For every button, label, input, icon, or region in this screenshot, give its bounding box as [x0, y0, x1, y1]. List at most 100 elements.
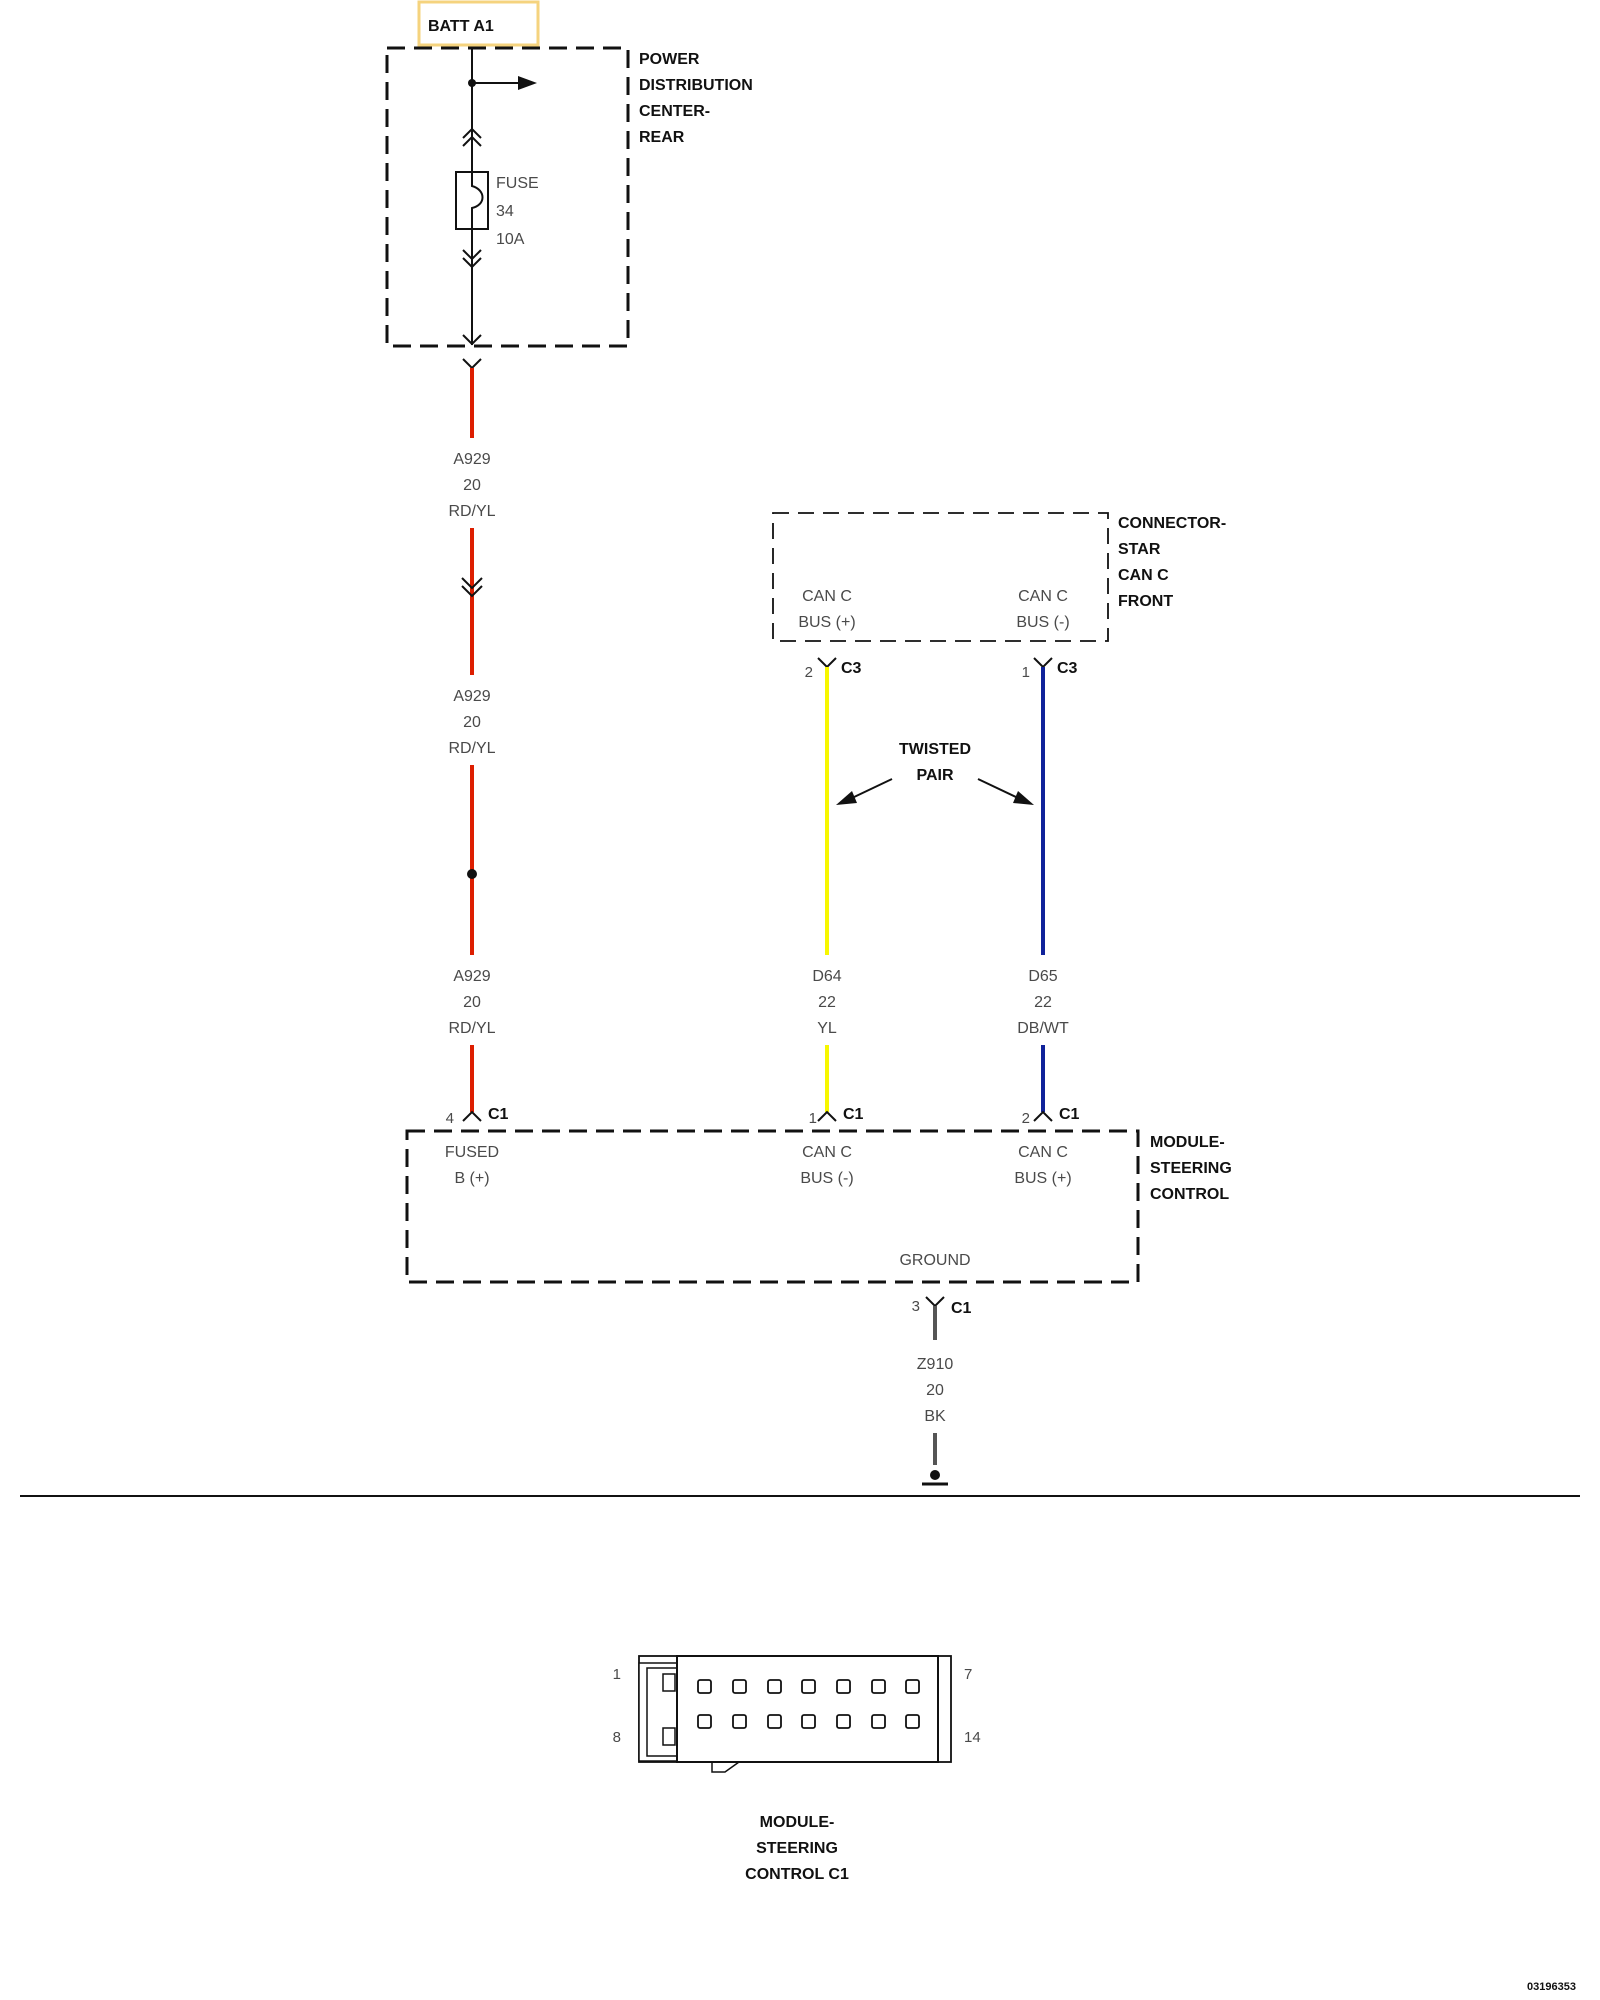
cavity-12[interactable]	[836, 1714, 851, 1729]
fuse-element	[471, 172, 484, 229]
cavity-14[interactable]	[905, 1714, 920, 1729]
star-pin-2-connector-id: C3	[841, 660, 862, 677]
star-connector: CONNECTOR- STAR CAN C FRONT CAN C BUS (+…	[772, 512, 1226, 681]
module-pin-3-connector-id: C1	[951, 1300, 972, 1317]
connector-pin-label-7: 7	[964, 1666, 972, 1683]
cavity-8[interactable]	[697, 1714, 712, 1729]
d64-label-code: D64	[812, 968, 841, 985]
cavity-1[interactable]	[697, 1679, 712, 1694]
wire-d64: D64 22 YL 1 C1	[809, 667, 864, 1127]
cavity-7[interactable]	[905, 1679, 920, 1694]
a929-inline-chevron-2	[461, 585, 483, 598]
a929-label-3-gauge: 20	[463, 994, 481, 1011]
module-name-2: STEERING	[1150, 1160, 1232, 1177]
twisted-pair-line-2: PAIR	[916, 767, 953, 784]
module-fused-label-1: FUSED	[445, 1144, 499, 1161]
cavity-2[interactable]	[732, 1679, 747, 1694]
connector-caption-2: STEERING	[756, 1840, 838, 1857]
z910-label-code: Z910	[917, 1356, 954, 1373]
batt-a1-label: BATT A1	[428, 18, 494, 35]
module-fused-label-2: B (+)	[454, 1170, 489, 1187]
d65-label-gauge: 22	[1034, 994, 1052, 1011]
twisted-pair-right-arrow-shaft	[977, 778, 1019, 799]
a929-label-3-code: A929	[453, 968, 490, 985]
wire-d65: D65 22 DB/WT 2 C1	[1017, 667, 1080, 1127]
connector-main-body	[676, 1655, 939, 1763]
d64-label-gauge: 22	[818, 994, 836, 1011]
star-pin-1-connector	[1033, 657, 1053, 669]
pdc-name-line-1: POWER	[639, 51, 700, 68]
wire-a929: A929 20 RD/YL A929 20 RD/YL A929 20 RD/Y…	[446, 358, 509, 1127]
star-connector-name-4: FRONT	[1118, 593, 1173, 610]
module-pin-2-number: 2	[1022, 1110, 1030, 1127]
module-name-1: MODULE-	[1150, 1134, 1225, 1151]
pdc-name-line-4: REAR	[639, 129, 685, 146]
pdc-chevron-down-2	[462, 257, 482, 269]
a929-inline-chevron-1	[461, 577, 483, 590]
module-name-3: CONTROL	[1150, 1186, 1229, 1203]
cavity-11[interactable]	[801, 1714, 816, 1729]
module-pin-4-connector	[462, 1110, 482, 1122]
d65-label-code: D65	[1028, 968, 1057, 985]
power-distribution-center: BATT A1 POWER DISTRIBUTION CENTER- REAR …	[385, 0, 753, 348]
star-bus-minus-line-1: CAN C	[1018, 588, 1068, 605]
connector-cavities-row-1	[697, 1679, 920, 1694]
wire-z910: 3 C1 Z910 20 BK	[912, 1296, 972, 1486]
star-bus-plus-line-2: BUS (+)	[798, 614, 855, 631]
module-bus-plus-label-1: CAN C	[1018, 1144, 1068, 1161]
a929-label-2-color: RD/YL	[448, 740, 495, 757]
module-pin-2-connector-id: C1	[1059, 1106, 1080, 1123]
cavity-9[interactable]	[732, 1714, 747, 1729]
module-bus-minus-label-2: BUS (-)	[800, 1170, 853, 1187]
module-pin-1-connector-id: C1	[843, 1106, 864, 1123]
star-pin-2-number: 2	[805, 664, 813, 681]
cavity-5[interactable]	[836, 1679, 851, 1694]
a929-label-1-color: RD/YL	[448, 503, 495, 520]
star-connector-boundary	[772, 512, 1109, 642]
a929-label-1-code: A929	[453, 451, 490, 468]
pdc-boundary	[385, 46, 630, 348]
star-bus-plus-line-1: CAN C	[802, 588, 852, 605]
ground-point	[930, 1470, 940, 1480]
module-bus-plus-label-2: BUS (+)	[1014, 1170, 1071, 1187]
steering-control-module: MODULE- STEERING CONTROL FUSED B (+) CAN…	[405, 1129, 1232, 1284]
cavity-10[interactable]	[767, 1714, 782, 1729]
a929-label-2-gauge: 20	[463, 714, 481, 731]
connector-cavities-row-2	[697, 1714, 920, 1729]
star-pin-1-number: 1	[1022, 664, 1030, 681]
fuse-number: 34	[496, 203, 514, 220]
twisted-pair-left-arrowhead	[836, 791, 857, 805]
fuse-rating: 10A	[496, 231, 525, 248]
twisted-pair-annotation: TWISTED PAIR	[836, 741, 1034, 805]
star-pin-2-connector	[817, 657, 837, 669]
a929-connector-top	[462, 358, 482, 370]
a929-label-3-color: RD/YL	[448, 1020, 495, 1037]
batt-a1-box[interactable]	[417, 0, 540, 47]
pdc-name-line-3: CENTER-	[639, 103, 710, 120]
z910-label-gauge: 20	[926, 1382, 944, 1399]
cavity-13[interactable]	[871, 1714, 886, 1729]
a929-splice-dot	[467, 869, 477, 879]
a929-label-1-gauge: 20	[463, 477, 481, 494]
z910-label-color: BK	[924, 1408, 946, 1425]
pdc-output-pin	[462, 334, 482, 346]
connector-c1-face-view: 1 8 7 14 MODULE- STEERING CONTROL C1	[613, 1655, 981, 1883]
figure-id: 03196353	[1527, 1981, 1576, 1993]
cavity-4[interactable]	[801, 1679, 816, 1694]
module-boundary[interactable]	[405, 1129, 1140, 1284]
connector-key-top	[662, 1673, 676, 1692]
pdc-branch-arrow	[518, 76, 537, 90]
module-pin-1-connector	[817, 1110, 837, 1122]
module-pin-2-connector	[1033, 1110, 1053, 1122]
cavity-6[interactable]	[871, 1679, 886, 1694]
pdc-chevron-up-2	[462, 135, 482, 147]
module-pin-1-number: 1	[809, 1110, 817, 1127]
module-pin-4-number: 4	[446, 1110, 454, 1127]
a929-label-2-code: A929	[453, 688, 490, 705]
module-pin-3-connector	[925, 1296, 945, 1308]
module-ground-label: GROUND	[899, 1252, 970, 1269]
cavity-3[interactable]	[767, 1679, 782, 1694]
module-bus-minus-label-1: CAN C	[802, 1144, 852, 1161]
star-connector-name-1: CONNECTOR-	[1118, 515, 1226, 532]
